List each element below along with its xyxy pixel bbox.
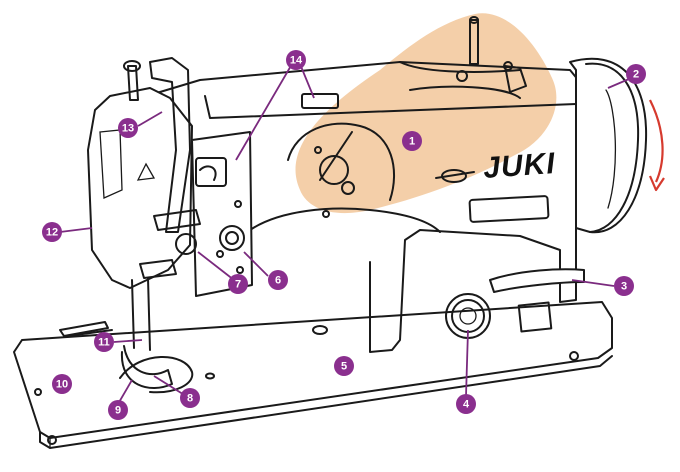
- highlight-area: [295, 13, 557, 214]
- callout-badge-10: 10: [52, 374, 72, 394]
- callout-number: 8: [187, 393, 193, 405]
- callout-badge-14: 14: [286, 50, 306, 70]
- callout-badge-13: 13: [118, 118, 138, 138]
- callout-number: 1: [409, 136, 415, 148]
- callout-number: 6: [275, 275, 281, 287]
- rotation-arrow: [648, 99, 665, 192]
- callout-badge-6: 6: [268, 270, 288, 290]
- callout-number: 10: [56, 379, 68, 391]
- callout-number: 2: [633, 69, 639, 81]
- callout-badge-12: 12: [42, 222, 62, 242]
- callout-number: 7: [235, 279, 241, 291]
- callout-badge-8: 8: [180, 388, 200, 408]
- callout-badge-9: 9: [108, 400, 128, 420]
- callout-badge-3: 3: [614, 276, 634, 296]
- callout-number: 14: [290, 55, 303, 67]
- callout-number: 12: [46, 227, 58, 239]
- callout-badge-7: 7: [228, 274, 248, 294]
- callout-number: 5: [341, 361, 347, 373]
- brand-logo: JUKI: [482, 147, 556, 185]
- callout-badge-11: 11: [94, 332, 114, 352]
- callout-badge-2: 2: [626, 64, 646, 84]
- callout-lines: [59, 63, 637, 405]
- callout-badge-5: 5: [334, 356, 354, 376]
- callout-number: 9: [115, 405, 121, 417]
- callout-number: 13: [122, 123, 134, 135]
- machine-arm: [87, 16, 648, 389]
- callout-number: 4: [463, 399, 470, 411]
- callout-badge-4: 4: [456, 394, 476, 414]
- callout-badge-1: 1: [402, 131, 422, 151]
- callout-number: 3: [621, 281, 627, 293]
- machine-bed: [13, 301, 613, 449]
- callout-number: 11: [98, 337, 110, 349]
